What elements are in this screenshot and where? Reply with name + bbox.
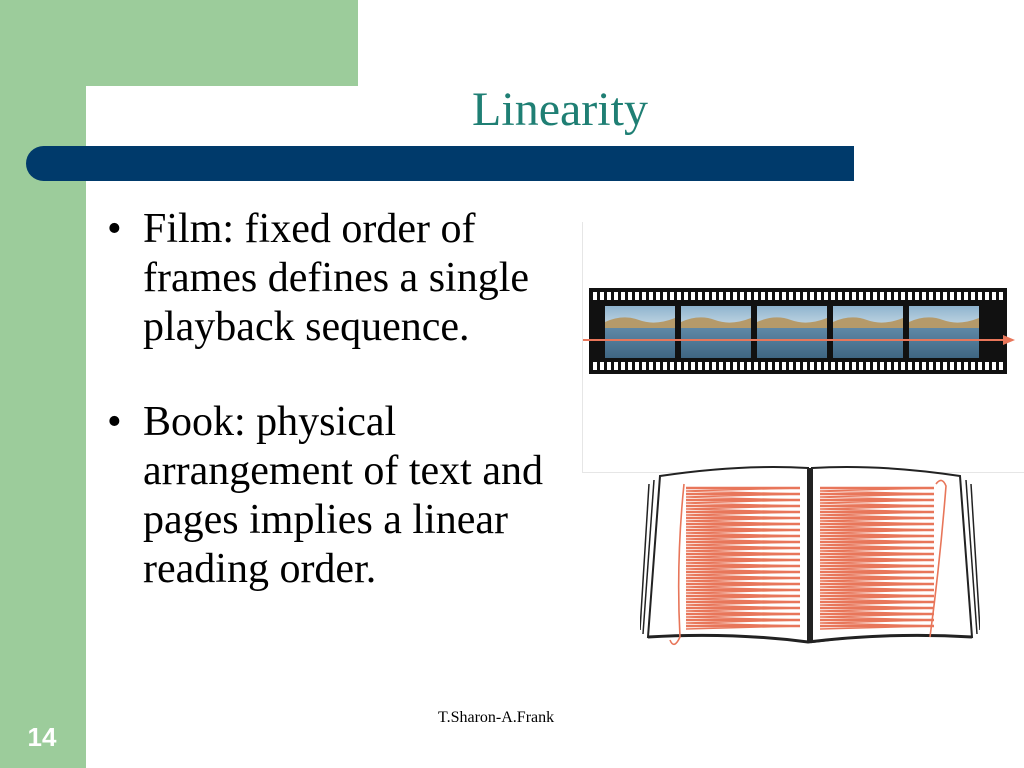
slide-number: 14 (27, 722, 57, 752)
open-book-image (640, 462, 980, 657)
film-strip-image (582, 222, 1024, 473)
bullet-book-text: Book: physical arrangement of text and p… (143, 399, 543, 592)
bullet-list: • Film: fixed order of frames defines a … (105, 205, 565, 640)
bullet-film-text: Film: fixed order of frames defines a si… (143, 206, 530, 350)
title-underline-bar (26, 146, 854, 181)
frame-left-column (0, 0, 86, 768)
footer-author: T.Sharon-A.Frank (438, 709, 555, 726)
slide-title: Linearity (472, 83, 648, 136)
bullet-film: • Film: fixed order of frames defines a … (105, 205, 565, 352)
bullet-marker: • (107, 206, 122, 252)
bullet-book: • Book: physical arrangement of text and… (105, 398, 565, 594)
bullet-marker: • (107, 399, 122, 445)
